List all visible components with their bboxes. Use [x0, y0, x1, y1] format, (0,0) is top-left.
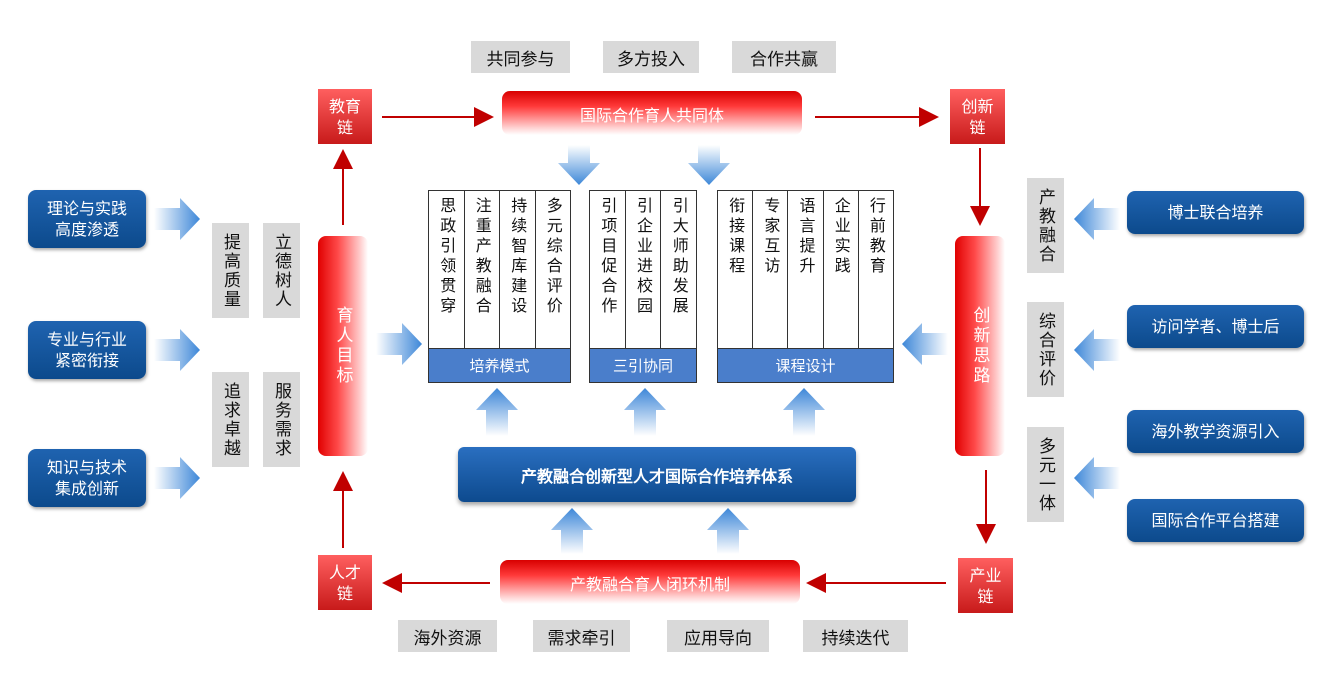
- panel-1-col-4: 多元综合评价: [543, 197, 563, 317]
- panel-1-col-3: 持续智库建设: [500, 191, 536, 348]
- blue-arrow-right-3: [154, 457, 200, 499]
- left-label-1: 提高质量: [212, 223, 249, 318]
- panel-3-col-2: 专家互访: [753, 191, 789, 348]
- mechanism-bar: 产教融合育人闭环机制: [500, 560, 800, 604]
- chain-education-label: 教育链: [328, 96, 361, 137]
- blue-arrow-down-2: [688, 145, 730, 185]
- panel-3-col-1: 衔接课程: [718, 191, 754, 348]
- left-box-1-label: 理论与实践高度渗透: [46, 199, 127, 239]
- idea-bar: 创新思路: [955, 236, 1005, 456]
- right-box-2: 访问学者、博士后: [1127, 305, 1304, 348]
- right-label-1: 产教融合: [1027, 178, 1064, 273]
- panel-1-col-2: 注重产教融合: [465, 191, 500, 348]
- panel-1-title: 培养模式: [429, 348, 570, 382]
- left-label-2: 立德树人: [263, 223, 300, 318]
- left-box-2-label: 专业与行业紧密衔接: [46, 330, 127, 370]
- chain-innovation: 创新链: [950, 89, 1005, 144]
- goal-bar: 育人目标: [318, 236, 368, 456]
- top-tag-2: 多方投入: [603, 41, 699, 73]
- blue-arrow-down-1: [558, 145, 600, 185]
- right-box-1: 博士联合培养: [1127, 191, 1304, 234]
- chain-industry-label: 产业链: [969, 565, 1002, 606]
- panel-2-col-1: 引项目促合作: [590, 191, 626, 348]
- panel-3-col-3: 语言提升: [788, 191, 824, 348]
- right-box-4: 国际合作平台搭建: [1127, 499, 1304, 542]
- panel-three-synergy: 引项目促合作 引企业进校园 引大师助发展 三引协同: [589, 190, 697, 383]
- community-bar: 国际合作育人共同体: [502, 91, 802, 135]
- panel-course-design: 衔接课程 专家互访 语言提升 企业实践 行前教育 课程设计: [717, 190, 894, 383]
- left-box-3-label: 知识与技术集成创新: [46, 458, 127, 498]
- left-box-1: 理论与实践高度渗透: [28, 190, 146, 248]
- panel-2-title: 三引协同: [590, 348, 696, 382]
- blue-arrow-left-idea: [902, 323, 948, 365]
- left-box-3: 知识与技术集成创新: [28, 449, 146, 507]
- chain-education: 教育链: [318, 89, 372, 144]
- blue-arrow-left-2: [1074, 329, 1120, 371]
- right-box-3: 海外教学资源引入: [1127, 410, 1304, 453]
- blue-arrow-left-3: [1074, 457, 1120, 499]
- system-bar: 产教融合创新型人才国际合作培养体系: [458, 447, 856, 502]
- top-tag-3: 合作共赢: [732, 41, 836, 73]
- left-label-4: 服务需求: [263, 372, 300, 467]
- blue-arrow-up-2: [624, 388, 666, 436]
- left-box-2: 专业与行业紧密衔接: [28, 321, 146, 379]
- chain-industry: 产业链: [958, 558, 1013, 613]
- chain-talent: 人才链: [318, 555, 372, 610]
- top-tag-1: 共同参与: [471, 41, 570, 73]
- bottom-tag-2: 需求牵引: [533, 620, 630, 652]
- blue-arrow-right-goal: [376, 323, 422, 365]
- blue-arrow-right-1: [154, 198, 200, 240]
- panel-3-title: 课程设计: [718, 348, 893, 382]
- panel-2-col-2: 引企业进校园: [626, 191, 662, 348]
- blue-arrow-up-4: [551, 508, 593, 554]
- chain-innovation-label: 创新链: [961, 96, 994, 137]
- blue-arrow-up-3: [783, 388, 825, 436]
- blue-arrow-up-1: [476, 388, 518, 436]
- bottom-tag-1: 海外资源: [398, 620, 497, 652]
- left-label-3: 追求卓越: [212, 372, 249, 467]
- blue-arrow-up-5: [707, 508, 749, 554]
- panel-1-col-1: 思政引领贯穿: [429, 191, 465, 348]
- blue-arrow-left-1: [1074, 198, 1120, 240]
- panel-training-mode: 思政引领贯穿 注重产教融合 持续智库建设 多元综合评价 培养模式: [428, 190, 571, 383]
- right-label-2: 综合评价: [1027, 302, 1064, 397]
- panel-2-col-3: 引大师助发展: [669, 197, 689, 317]
- chain-talent-label: 人才链: [328, 562, 361, 603]
- blue-arrow-right-2: [154, 329, 200, 371]
- bottom-tag-3: 应用导向: [667, 620, 769, 652]
- right-label-3: 多元一体: [1027, 427, 1064, 522]
- panel-3-col-4: 企业实践: [824, 191, 859, 348]
- panel-3-col-5: 行前教育: [866, 197, 886, 277]
- bottom-tag-4: 持续迭代: [803, 620, 908, 652]
